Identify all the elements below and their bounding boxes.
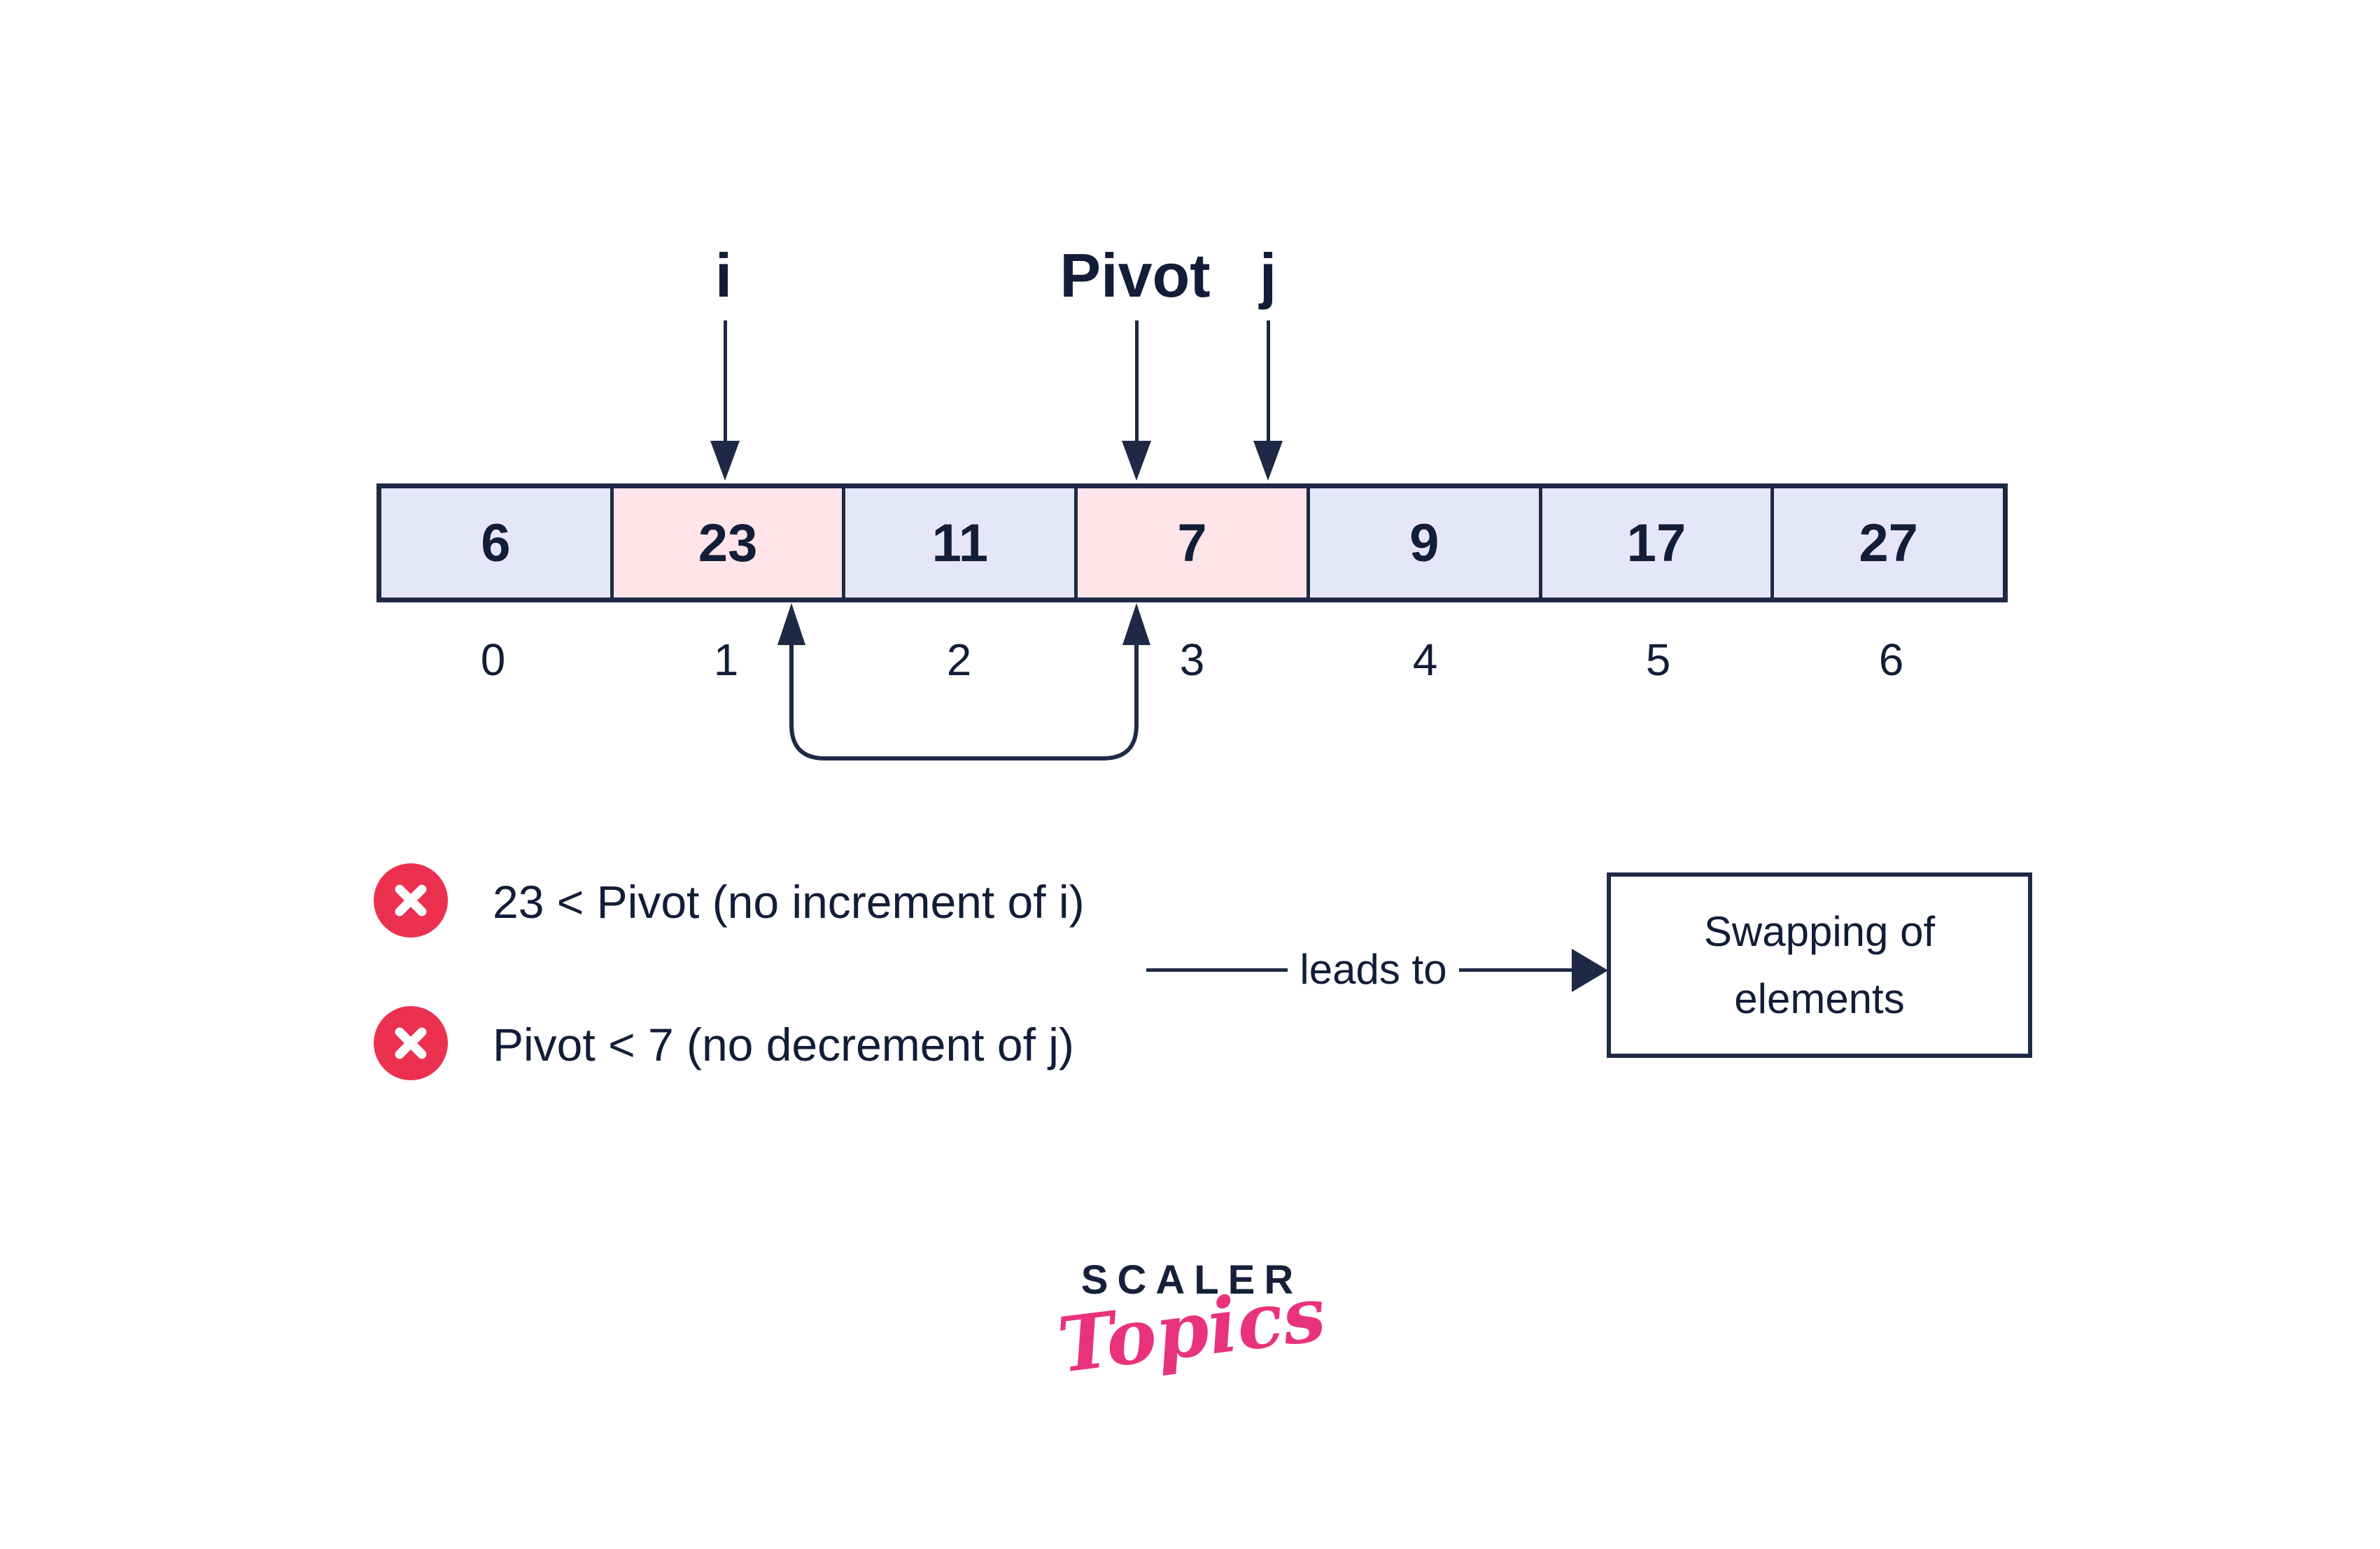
swap-arc-connector [777, 603, 1150, 761]
index-label-5: 5 [1645, 635, 1671, 685]
array-cell-0: 6 [381, 488, 610, 597]
pointer-label-i: i [714, 241, 733, 310]
annotation-text-2: Pivot < 7 (no decrement of j) [493, 1019, 1074, 1070]
array-cell-6: 27 [1770, 488, 2004, 597]
scaler-logo-wordmark: SCALER [1080, 1257, 1303, 1303]
array-cell-1: 23 [610, 488, 843, 597]
array-cell-4: 9 [1306, 488, 1539, 597]
arrow-down-j-icon [1253, 441, 1283, 481]
arrow-right-icon [1572, 949, 1608, 992]
arrow-up-left-icon [777, 603, 805, 645]
result-box-line2: elements [1734, 975, 1905, 1022]
pointer-label-j: j [1259, 241, 1277, 310]
index-row: 0 1 2 3 4 5 6 [376, 634, 2008, 686]
index-label-1: 1 [713, 635, 739, 685]
array-cell-2: 11 [842, 488, 1075, 597]
arrow-down-pivot-icon [1122, 441, 1151, 481]
swap-arc-path [789, 642, 1139, 761]
x-circle-icon [374, 1006, 448, 1080]
swapping-result-box: Swapping of elements [1607, 872, 2032, 1058]
annotation-text-1: 23 < Pivot (no increment of i) [493, 876, 1085, 928]
index-label-0: 0 [480, 635, 506, 685]
array-cell-3: 7 [1074, 488, 1307, 597]
arrow-up-right-icon [1122, 603, 1150, 645]
result-box-line1: Swapping of [1703, 907, 1936, 955]
array: 6 23 11 7 9 17 27 [376, 483, 2008, 602]
index-label-6: 6 [1878, 635, 1904, 685]
index-label-4: 4 [1412, 635, 1438, 685]
index-label-2: 2 [946, 635, 972, 685]
x-circle-icon [374, 863, 448, 938]
arrow-down-i-icon [710, 441, 740, 481]
pointer-label-pivot: Pivot [1059, 241, 1211, 310]
arrow-down-i-shaft [724, 320, 727, 442]
arrow-down-j-shaft [1267, 320, 1270, 442]
leads-to-line-left [1146, 968, 1288, 972]
arrow-down-pivot-shaft [1135, 320, 1139, 442]
index-label-3: 3 [1179, 635, 1205, 685]
array-cell-5: 17 [1538, 488, 1771, 597]
leads-to-label: leads to [1300, 946, 1447, 993]
leads-to-line-right [1459, 968, 1572, 972]
